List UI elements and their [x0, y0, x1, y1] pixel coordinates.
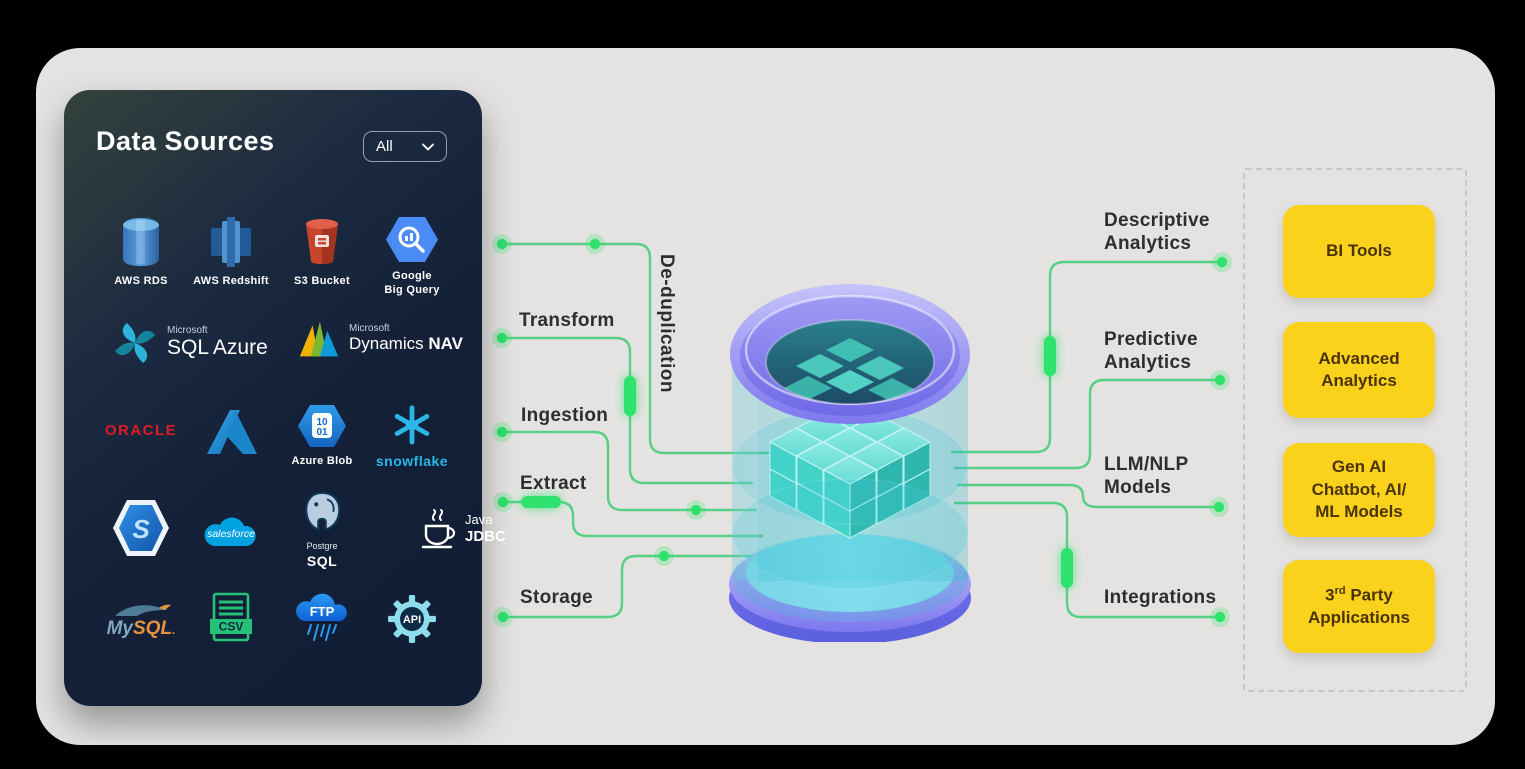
label-predictive-analytics: Predictive Analytics: [1104, 329, 1198, 374]
dynamics-nav-icon: [299, 321, 339, 357]
postgre-sql-wordmark: SQL: [306, 553, 338, 569]
ms-brand-text: Microsoft: [167, 324, 208, 336]
source-hexagon-s: S: [91, 498, 191, 558]
svg-text:CSV: CSV: [219, 620, 244, 634]
source-azure: [181, 408, 281, 456]
postgresql-icon: [305, 491, 341, 531]
source-salesforce: salesforce: [181, 508, 281, 552]
salesforce-icon: salesforce: [204, 517, 256, 547]
oracle-wordmark: ORACLE: [104, 422, 178, 439]
data-sources-panel: Data Sources All AWS RDS: [64, 90, 506, 706]
dynamics-wordmark: Dynamics: [349, 334, 429, 354]
sql-azure-wordmark: SQL Azure: [167, 335, 268, 359]
nav-wordmark: NAV: [428, 334, 463, 354]
mysql-dolphin-icon: [115, 604, 171, 616]
source-api: API: [362, 594, 462, 644]
destinations-container: [1243, 168, 1467, 692]
svg-text:01: 01: [316, 427, 328, 438]
mysql-my-wordmark: My: [106, 618, 133, 639]
sql-azure-icon: [115, 323, 155, 363]
azure-icon: [207, 410, 257, 454]
ms-brand-text: Microsoft: [349, 323, 390, 335]
destination-advanced-analytics: Advanced Analytics: [1283, 322, 1435, 418]
destination-bi-tools: BI Tools: [1283, 205, 1435, 298]
svg-text:FTP: FTP: [310, 604, 335, 619]
jdbc-wordmark: JDBC: [465, 527, 506, 545]
snowflake-wordmark: snowflake: [375, 453, 449, 469]
label-extract: Extract: [520, 473, 587, 494]
api-gear-icon: API: [388, 595, 436, 643]
svg-text:API: API: [403, 614, 421, 626]
panel-title: Data Sources: [96, 126, 275, 156]
label-descriptive-analytics: Descriptive Analytics: [1104, 210, 1210, 255]
source-google-bigquery: Google Big Query: [362, 216, 462, 298]
source-ms-sql-azure: Microsoft SQL Azure: [112, 320, 268, 366]
destination-gen-ai: Gen AI Chatbot, AI/ ML Models: [1283, 443, 1435, 537]
source-postgresql: Postgre SQL: [272, 490, 372, 569]
svg-text:salesforce: salesforce: [207, 528, 255, 540]
source-s3-bucket: S3 Bucket: [272, 216, 372, 289]
source-csv: CSV: [181, 592, 281, 644]
java-wordmark: Java: [465, 512, 493, 528]
azure-blob-icon: 10 01: [298, 405, 346, 447]
hexagon-s-icon: S: [113, 500, 169, 556]
source-azure-blob: 10 01 Azure Blob: [272, 404, 372, 469]
destination-third-party: 3rd Party Applications: [1283, 560, 1435, 653]
label-deduplication: De-duplication: [656, 254, 678, 393]
source-snowflake: snowflake: [362, 404, 462, 469]
source-filter-dropdown[interactable]: All: [363, 131, 447, 162]
source-aws-redshift: AWS Redshift: [181, 216, 281, 289]
label-transform: Transform: [519, 310, 615, 331]
source-oracle: ORACLE: [91, 422, 191, 439]
label-llm-nlp-models: LLM/NLP Models: [1104, 454, 1189, 499]
filter-value: All: [376, 138, 393, 155]
csv-file-icon: CSV: [210, 592, 252, 642]
source-mysql: MySQL.: [91, 602, 191, 638]
svg-text:10: 10: [316, 417, 328, 428]
postgre-wordmark: Postgre: [306, 541, 338, 551]
s3-bucket-icon: [306, 219, 338, 264]
source-aws-rds: AWS RDS: [91, 216, 191, 289]
label-ingestion: Ingestion: [521, 405, 609, 426]
source-java-jdbc: Java JDBC: [420, 508, 506, 550]
source-ftp: FTP: [272, 590, 372, 644]
label-storage: Storage: [520, 587, 593, 608]
chevron-down-icon: [422, 143, 434, 151]
svg-text:S: S: [132, 514, 150, 544]
mysql-sql-wordmark: SQL: [133, 618, 173, 639]
label-integrations: Integrations: [1104, 587, 1217, 608]
google-bigquery-icon: [386, 217, 438, 262]
java-cup-icon: [421, 509, 456, 549]
aws-rds-icon: [123, 218, 159, 266]
source-ms-dynamics-nav: Microsoft Dynamics NAV: [298, 318, 463, 360]
aws-redshift-icon: [211, 217, 251, 267]
ftp-cloud-icon: FTP: [296, 593, 347, 641]
snowflake-icon: [394, 405, 430, 445]
